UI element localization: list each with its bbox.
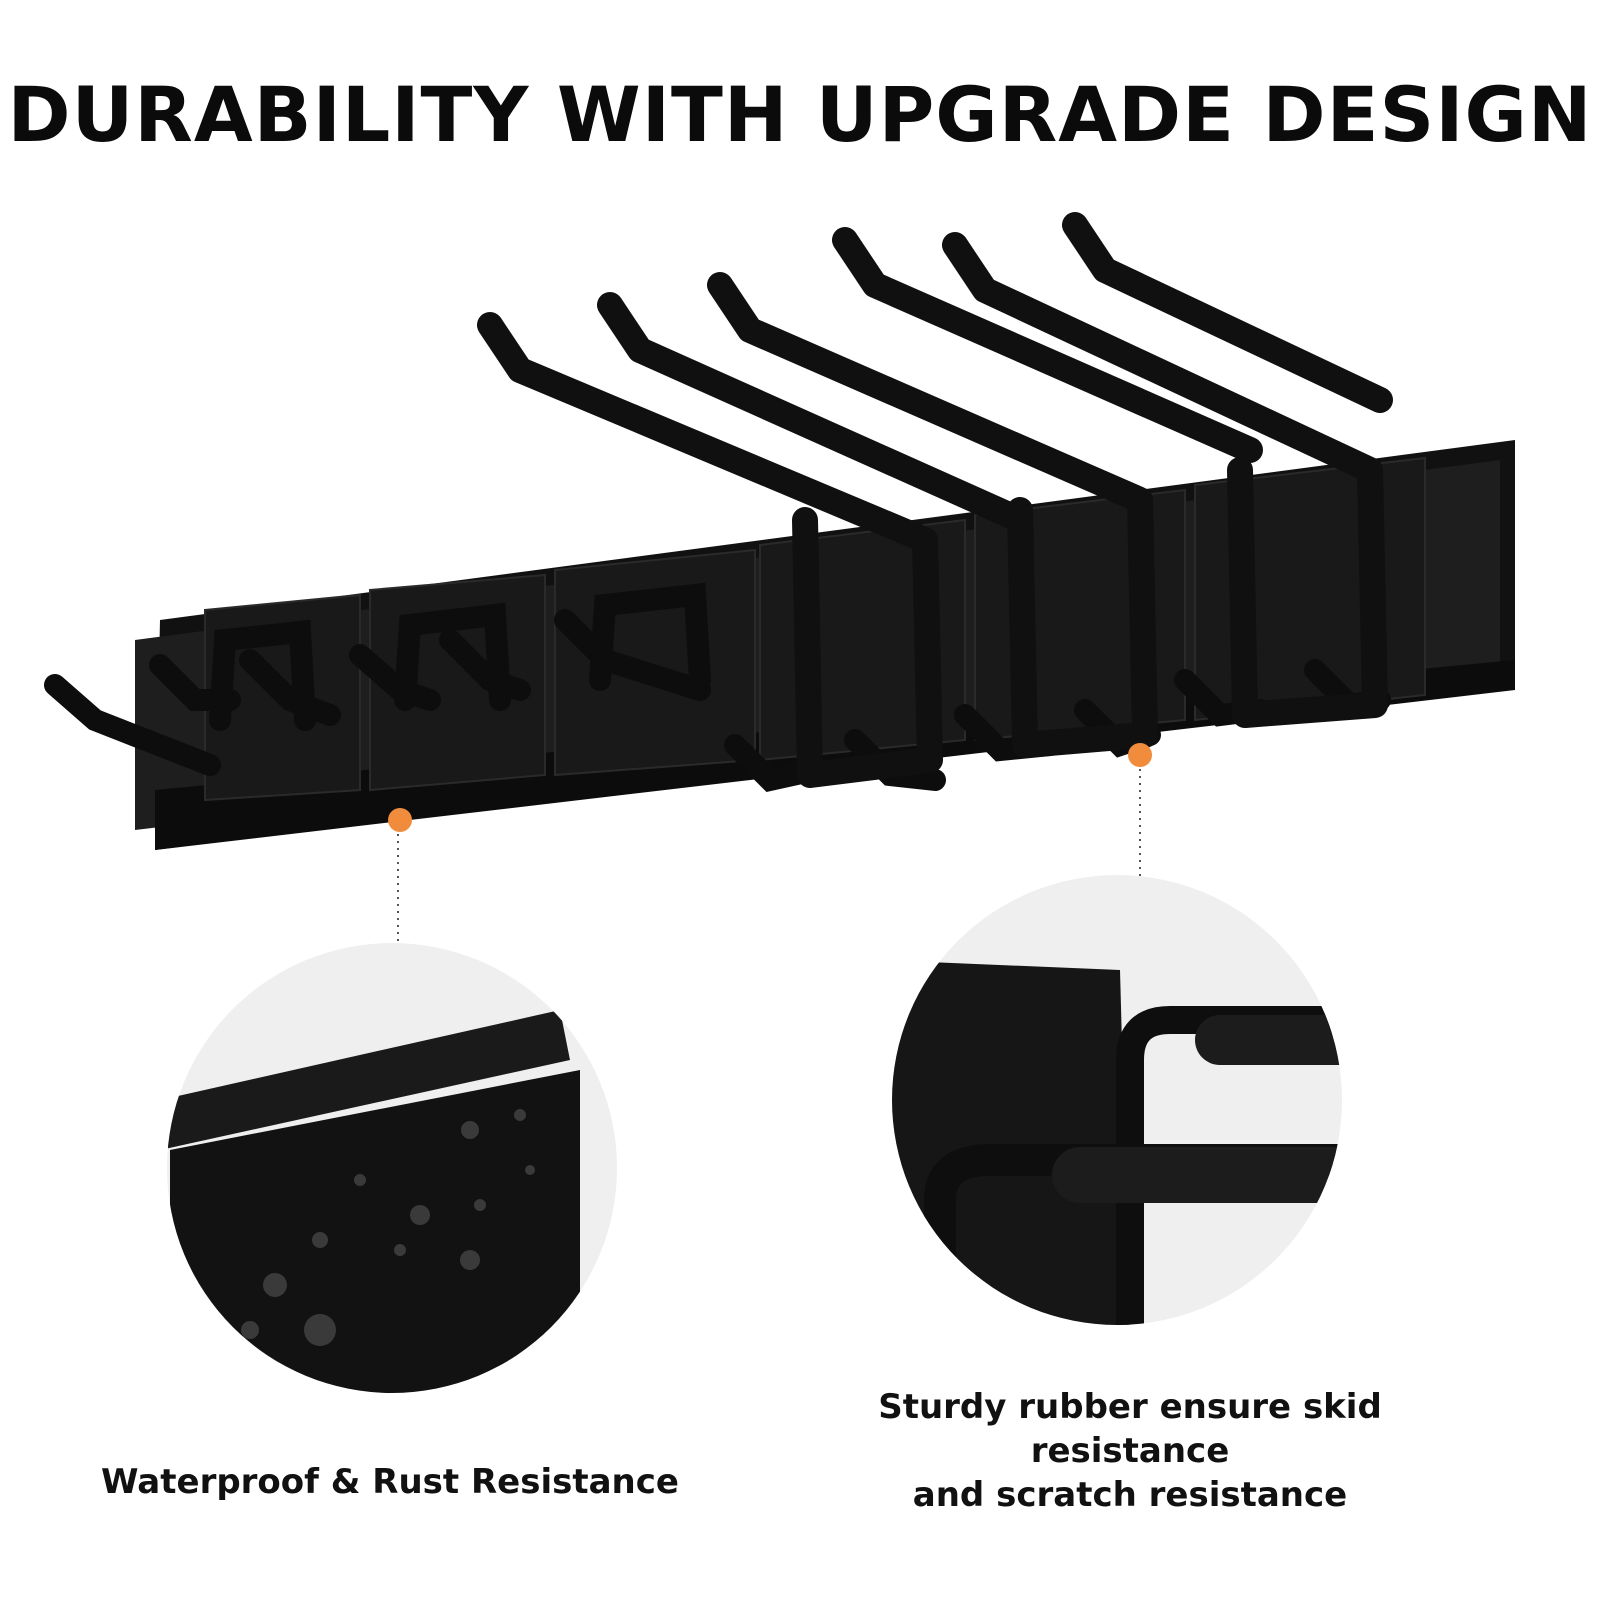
headline: DURABILITY WITH UPGRADE DESIGN <box>7 70 1593 159</box>
caption-rubber-line2: and scratch resistance <box>912 1475 1348 1515</box>
detail-waterproof <box>167 943 617 1393</box>
caption-rubber: Sturdy rubber ensure skid resistance and… <box>790 1385 1470 1517</box>
short-hooks <box>44 582 1391 793</box>
long-hooks <box>477 212 1393 788</box>
callout-markers <box>388 743 1152 960</box>
detail-rubber <box>892 875 1342 1325</box>
caption-waterproof: Waterproof & Rust Resistance <box>101 1462 679 1502</box>
caption-rubber-line1: Sturdy rubber ensure skid resistance <box>878 1387 1382 1471</box>
